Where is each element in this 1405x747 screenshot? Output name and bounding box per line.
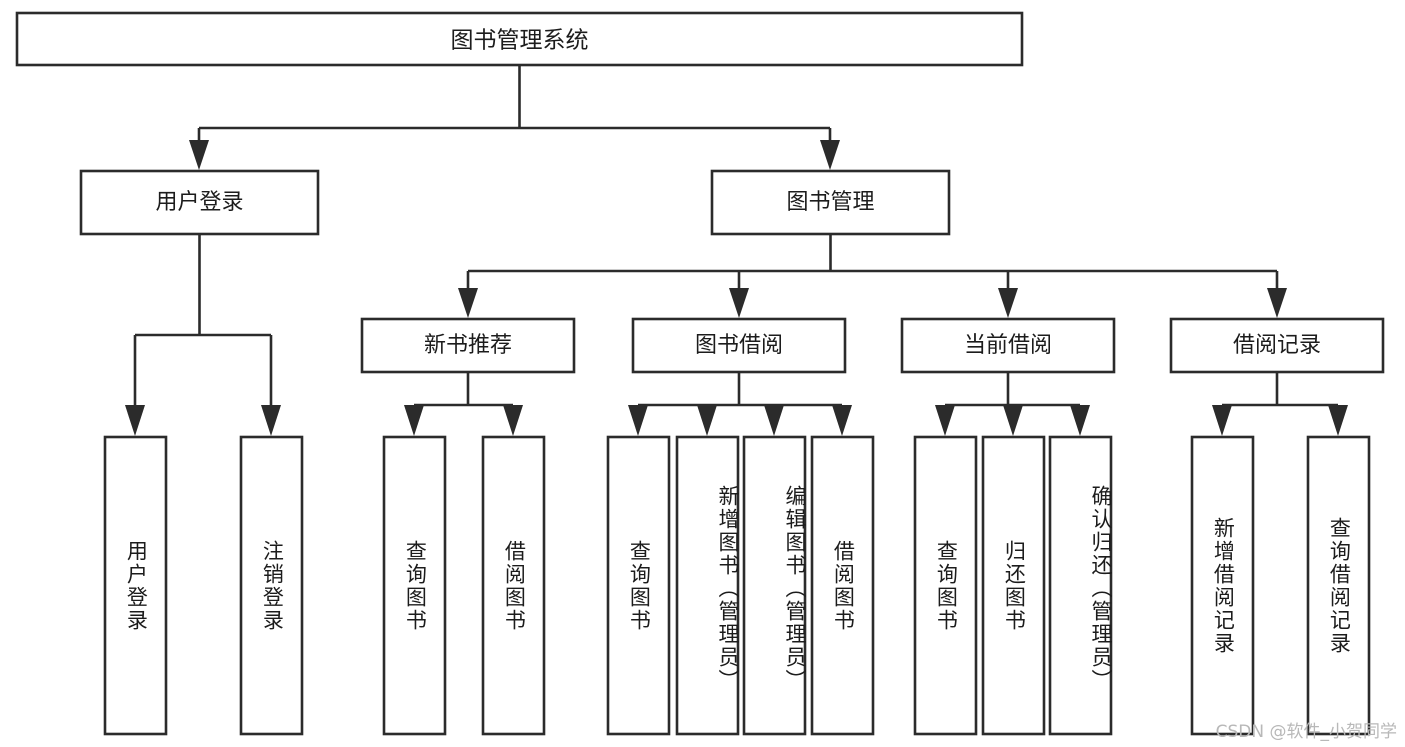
node-user-login[interactable]: 用户登录	[79, 169, 320, 236]
leaf-box-book-borrow-2[interactable]	[675, 435, 740, 736]
node-user-login-label: 用户登录	[155, 190, 243, 215]
node-book-manage[interactable]: 图书管理	[710, 169, 951, 236]
node-borrow-record-rect	[1169, 317, 1385, 374]
node-new-book-recommend-rect	[360, 317, 576, 374]
node-book-borrow-rect	[631, 317, 847, 374]
leaf-box-user-login-1[interactable]	[103, 435, 168, 736]
node-root-rect	[15, 11, 1024, 67]
node-new-book-recommend-label: 新书推荐	[424, 333, 512, 358]
leaf-box-current-borrow-2[interactable]	[981, 435, 1046, 736]
arrow-head-user-login-leaf1	[125, 405, 145, 436]
arrow-head-new-book	[458, 288, 478, 318]
arrow-head-book-borrow-leaf2	[697, 405, 717, 436]
node-book-manage-label: 图书管理	[786, 190, 874, 215]
arrow-head-current-borrow-leaf2	[1003, 405, 1023, 436]
leaf-box-current-borrow-1[interactable]	[913, 435, 978, 736]
leaf-box-new-book-2[interactable]	[481, 435, 546, 736]
arrow-head-book-borrow-leaf3	[764, 405, 784, 436]
arrow-head-current-borrow	[998, 288, 1018, 318]
leaf-box-book-borrow-3[interactable]	[742, 435, 807, 736]
arrow-head-borrow-record-leaf2	[1328, 405, 1348, 436]
arrow-head-user-login	[189, 140, 209, 170]
arrow-head-book-borrow-leaf4	[832, 405, 852, 436]
arrow-head-current-borrow-leaf1	[935, 405, 955, 436]
leaf-box-borrow-record-1[interactable]	[1190, 435, 1255, 736]
arrow-head-book-borrow	[729, 288, 749, 318]
arrow-head-book-borrow-leaf1	[628, 405, 648, 436]
arrow-head-borrow-record-leaf1	[1212, 405, 1232, 436]
arrow-head-new-book-leaf2	[503, 405, 523, 436]
leaf-box-new-book-1[interactable]	[382, 435, 447, 736]
leaf-box-book-borrow-4[interactable]	[810, 435, 875, 736]
leaf-box-current-borrow-3[interactable]	[1048, 435, 1113, 736]
arrow-head-book-manage	[820, 140, 840, 170]
node-book-borrow-label: 图书借阅	[695, 333, 783, 358]
node-borrow-record-label: 借阅记录	[1233, 333, 1321, 358]
arrow-head-user-login-leaf2	[261, 405, 281, 436]
leaf-box-book-borrow-1[interactable]	[606, 435, 671, 736]
node-current-borrow-rect	[900, 317, 1116, 374]
arrow-head-borrow-record	[1267, 288, 1287, 318]
node-book-manage-rect	[710, 169, 951, 236]
node-root-label: 图书管理系统	[451, 28, 589, 54]
node-current-borrow-label: 当前借阅	[964, 333, 1052, 358]
node-borrow-record[interactable]: 借阅记录	[1169, 317, 1385, 374]
arrow-head-new-book-leaf1	[404, 405, 424, 436]
arrow-head-current-borrow-leaf3	[1070, 405, 1090, 436]
node-book-borrow[interactable]: 图书借阅	[631, 317, 847, 374]
leaf-box-borrow-record-2[interactable]	[1306, 435, 1371, 736]
node-new-book-recommend[interactable]: 新书推荐	[360, 317, 576, 374]
leaf-box-user-login-2[interactable]	[239, 435, 304, 736]
node-current-borrow[interactable]: 当前借阅	[900, 317, 1116, 374]
node-root[interactable]: 图书管理系统	[15, 11, 1024, 67]
